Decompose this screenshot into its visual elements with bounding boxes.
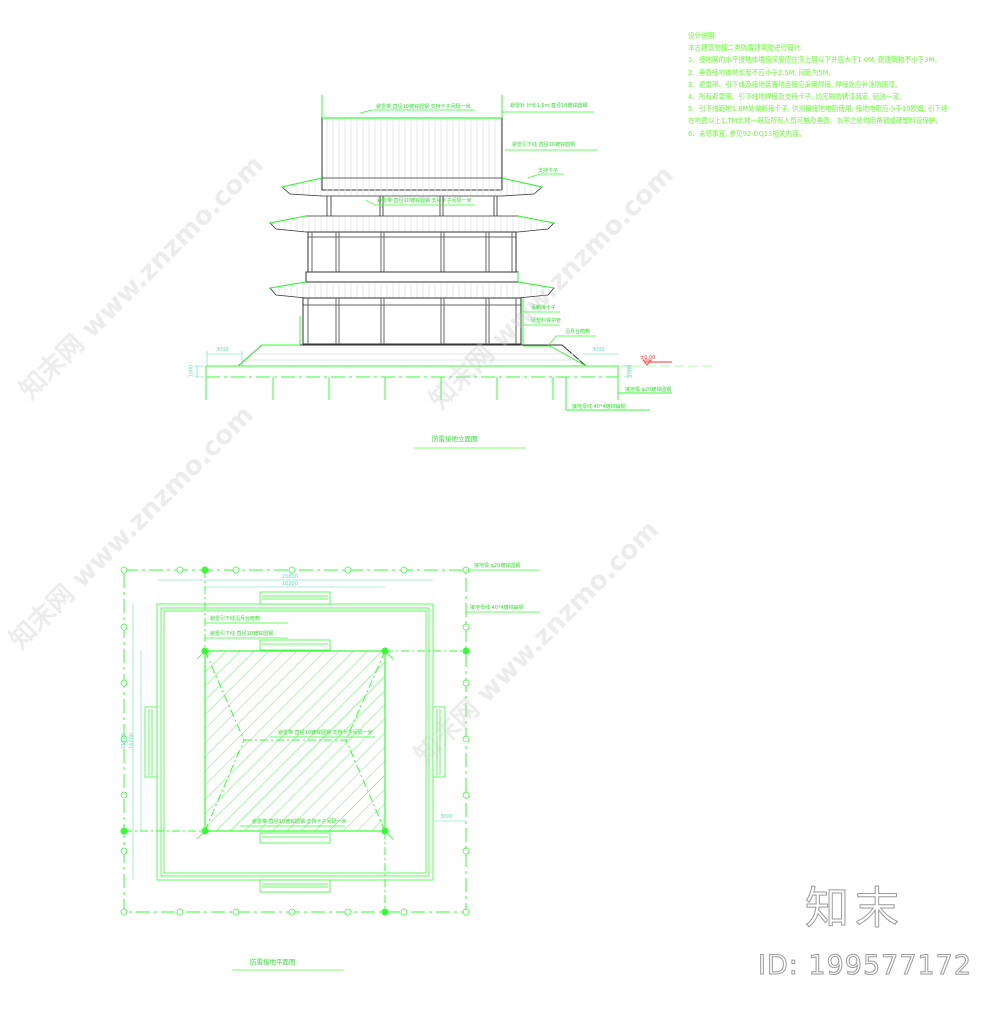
design-notes: 设计说明: 本古建筑物按二类防雷建筑物进行设计. 1、接地网的水平接地体埋设深度… [688, 30, 988, 140]
dim-outer-width: 21600 [282, 574, 298, 580]
note-item: 3、避雷带、引下线及接地装置地连接应采用焊接, 焊接处应补涂防腐漆。 [688, 79, 902, 89]
label-support-clip: 支持卡子 [538, 168, 559, 174]
label-lightning-rod: 避雷针 针长1.5m 直径16镀锌圆钢 [510, 103, 588, 109]
label-flat-steel: 接地母线 40*4镀锌扁钢 [572, 404, 626, 410]
label-mid-strip: 避雷带 直径10镀锌圆钢 支持卡子间隔一米 [377, 198, 472, 204]
elevation-drawing [195, 95, 716, 449]
dim-inner-width: 16200 [282, 581, 298, 587]
dim-inner-height: 16200 [128, 733, 135, 749]
note-item: 5、引下线距地1.8M处做断接卡子, 供测量接地电阻使用, 接地电阻应小于10欧… [688, 104, 948, 114]
watermark-brand: 知末 [805, 883, 905, 935]
note-item: 在地面以上1.7M长地一段及所有人员可触及垂直、水平之处均用角钢或硬塑料管保护。 [688, 116, 943, 126]
label-down-conductor: 避雷引下线 直径10镀锌圆钢 [512, 142, 575, 148]
ground-level-mark: ±0.00 [640, 355, 656, 361]
dim-right-depth: 1000 [627, 364, 634, 378]
plan-label-down-to-platform: 避雷引下线沿月台暗敷 [210, 616, 261, 622]
notes-intro: 本古建筑物按二类防雷建筑物进行设计. [688, 43, 803, 53]
dim-right-offset: 3000 [592, 347, 605, 353]
dim-offset: 3000 [440, 814, 453, 820]
dim-left-offset: 3000 [216, 347, 229, 353]
dim-left-depth: 1000 [188, 364, 195, 378]
plan-label-flat-steel: 接地母线 40*4镀锌扁钢 [470, 605, 524, 611]
plan-label-ridge-strip: 避雷带 直径10镀锌圆钢 支持卡子间隔一米 [278, 730, 373, 736]
label-pipe-guard: 硬塑料保护管 [531, 318, 562, 324]
note-item: 6、未尽事宜, 参见92-DQ13相关内容。 [688, 128, 806, 138]
plan-title: 防雷接地平面图 [250, 958, 296, 966]
label-grounding-bar: 接地极 φ20镀锌圆钢 [625, 387, 672, 393]
note-item: 1、接地网的水平接地体埋设深度应在冻土层以下并应大于1.0M, 距建筑物不小于3… [688, 55, 941, 65]
plan-label-grounding-bar: 接地极 φ20镀锌圆钢 [474, 563, 521, 569]
note-item: 2、垂直接地体地长度不应小于2.5M, 间距为5M。 [688, 67, 835, 77]
label-roof-strip: 避雷带 直径10镀锌圆钢 支持卡子间隔一米 [376, 104, 471, 110]
plan-drawing [120, 566, 540, 971]
plan-label-eave-strip: 避雷带 直径10镀锌圆钢 支持卡子间隔一米 [252, 819, 347, 825]
label-test-clip: 设断接卡子 [531, 305, 557, 311]
notes-heading: 设计说明: [688, 31, 717, 40]
note-item: 4、所有避雷带、引下线地焊接及支持卡子, 均应刷防锈漆两道, 铝油一道。 [688, 92, 906, 102]
watermark-id: ID: 199577172 [757, 950, 973, 982]
elevation-title: 防雷接地立面图 [432, 435, 478, 443]
dim-outer-height: 21600 [120, 733, 127, 749]
plan-label-down-conductor: 避雷引下线 直径10镀锌圆钢 [210, 631, 273, 637]
label-platform: 沿月台暗敷 [565, 329, 591, 335]
